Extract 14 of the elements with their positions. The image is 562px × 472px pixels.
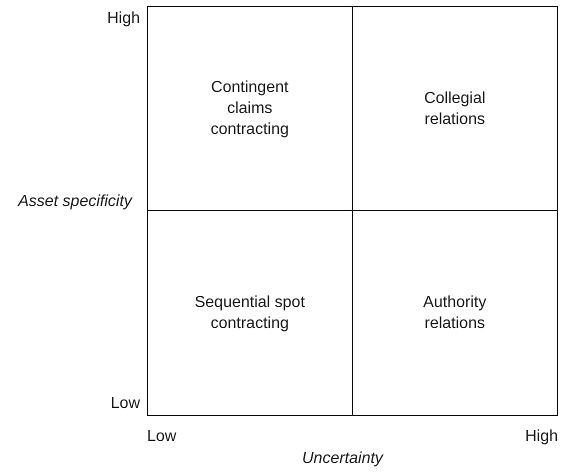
- quadrant-label: Authority relations: [422, 293, 488, 334]
- quadrant-box: [147, 6, 352, 211]
- axis-tick-label: Low: [147, 427, 176, 447]
- axis-tick-label: High: [107, 9, 140, 29]
- axis-tick-label: Low: [110, 394, 140, 414]
- quadrant-box: [352, 6, 558, 211]
- quadrant-label: Contingent claims contracting: [210, 78, 290, 140]
- quadrant-box: [352, 211, 558, 416]
- quadrant-label: Sequential spot contracting: [194, 293, 306, 334]
- axis-title: Asset specificity: [16, 192, 134, 212]
- quadrant-label: Collegial relations: [423, 88, 486, 130]
- quadrant-box: [147, 211, 352, 416]
- axis-title: Uncertainty: [302, 449, 383, 469]
- axis-tick-label: High: [525, 427, 558, 447]
